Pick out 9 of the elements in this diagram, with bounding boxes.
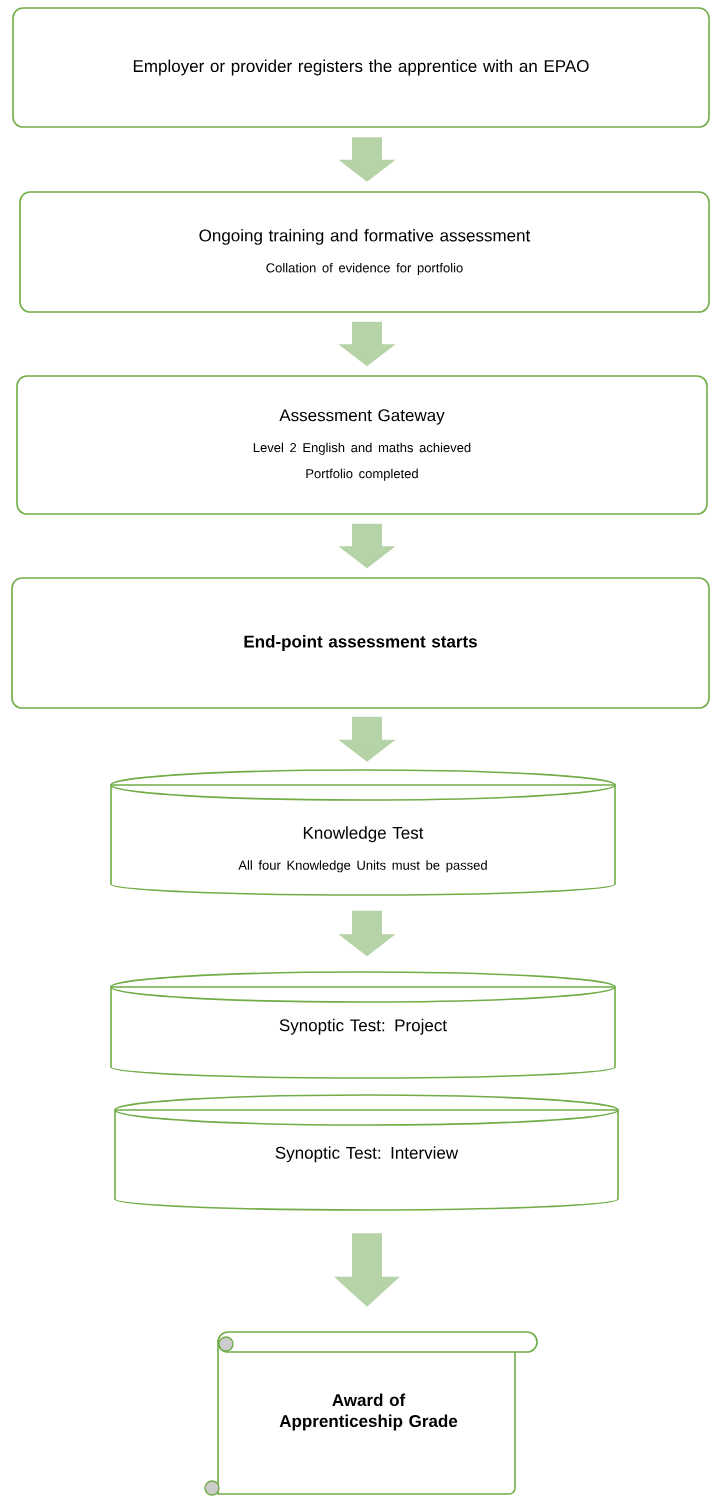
process-box: Employer or provider registers the apprentice with an EPAO: [12, 7, 710, 128]
process-box: Assessment Gateway Level 2 English and maths achieved Portfolio completed: [16, 375, 708, 515]
process-box: End-point assessment starts: [11, 577, 710, 709]
cylinder: Synoptic Test: Interview: [114, 1094, 619, 1211]
cylinder: Synoptic Test: Project: [110, 971, 616, 1079]
cylinder: Knowledge Test All four Knowledge Units must be passed: [110, 769, 616, 896]
scroll: Award of Apprenticeship Grade: [204, 1331, 538, 1496]
node-label: Award of Apprenticeship Grade: [279, 1393, 458, 1431]
process-box: Ongoing training and formative assessment Collation of evidence for portfolio: [19, 191, 710, 313]
